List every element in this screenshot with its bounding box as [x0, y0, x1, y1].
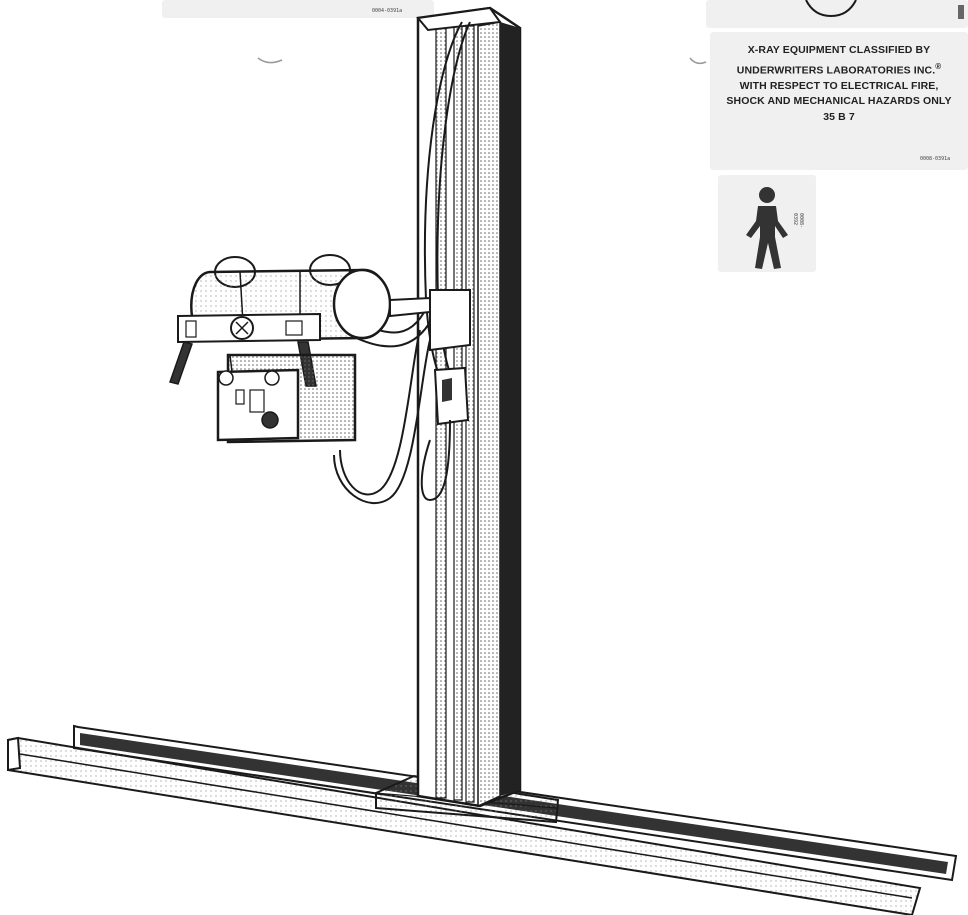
ul-label-code: 0008-0391a [920, 156, 951, 162]
vertical-column [416, 6, 522, 808]
ul-line-2: UNDERWRITERS LABORATORIES INC.® [710, 59, 968, 79]
ul-line-5: 35 B 7 [823, 110, 855, 123]
collimator [216, 353, 357, 444]
stray-mark-1 [257, 57, 283, 64]
floor-rail-front [7, 736, 922, 915]
ul-line-4: SHOCK AND MECHANICAL HAZARDS ONLY [726, 95, 952, 107]
ul-classification-label: X-RAY EQUIPMENT CLASSIFIED BY UNDERWRITE… [710, 32, 968, 170]
person-body-icon [746, 187, 788, 269]
column-carriage [429, 289, 471, 426]
ul-line-3: WITH RESPECT TO ELECTRICAL FIRE, [739, 79, 939, 92]
stray-mark-2 [689, 57, 707, 65]
top-left-label-code: 0004-0391a [372, 8, 403, 14]
warning-circle-icon [805, 0, 964, 19]
person-icon-label: 0008-0392 [718, 175, 816, 272]
ul-line-2-text: UNDERWRITERS LABORATORIES INC. [736, 64, 936, 76]
top-right-label [706, 0, 968, 28]
top-left-label: 0004-0391a [162, 0, 434, 18]
registered-mark: ® [935, 61, 942, 71]
ul-line-1: X-RAY EQUIPMENT CLASSIFIED BY [747, 44, 931, 56]
loop-cable [333, 329, 451, 504]
